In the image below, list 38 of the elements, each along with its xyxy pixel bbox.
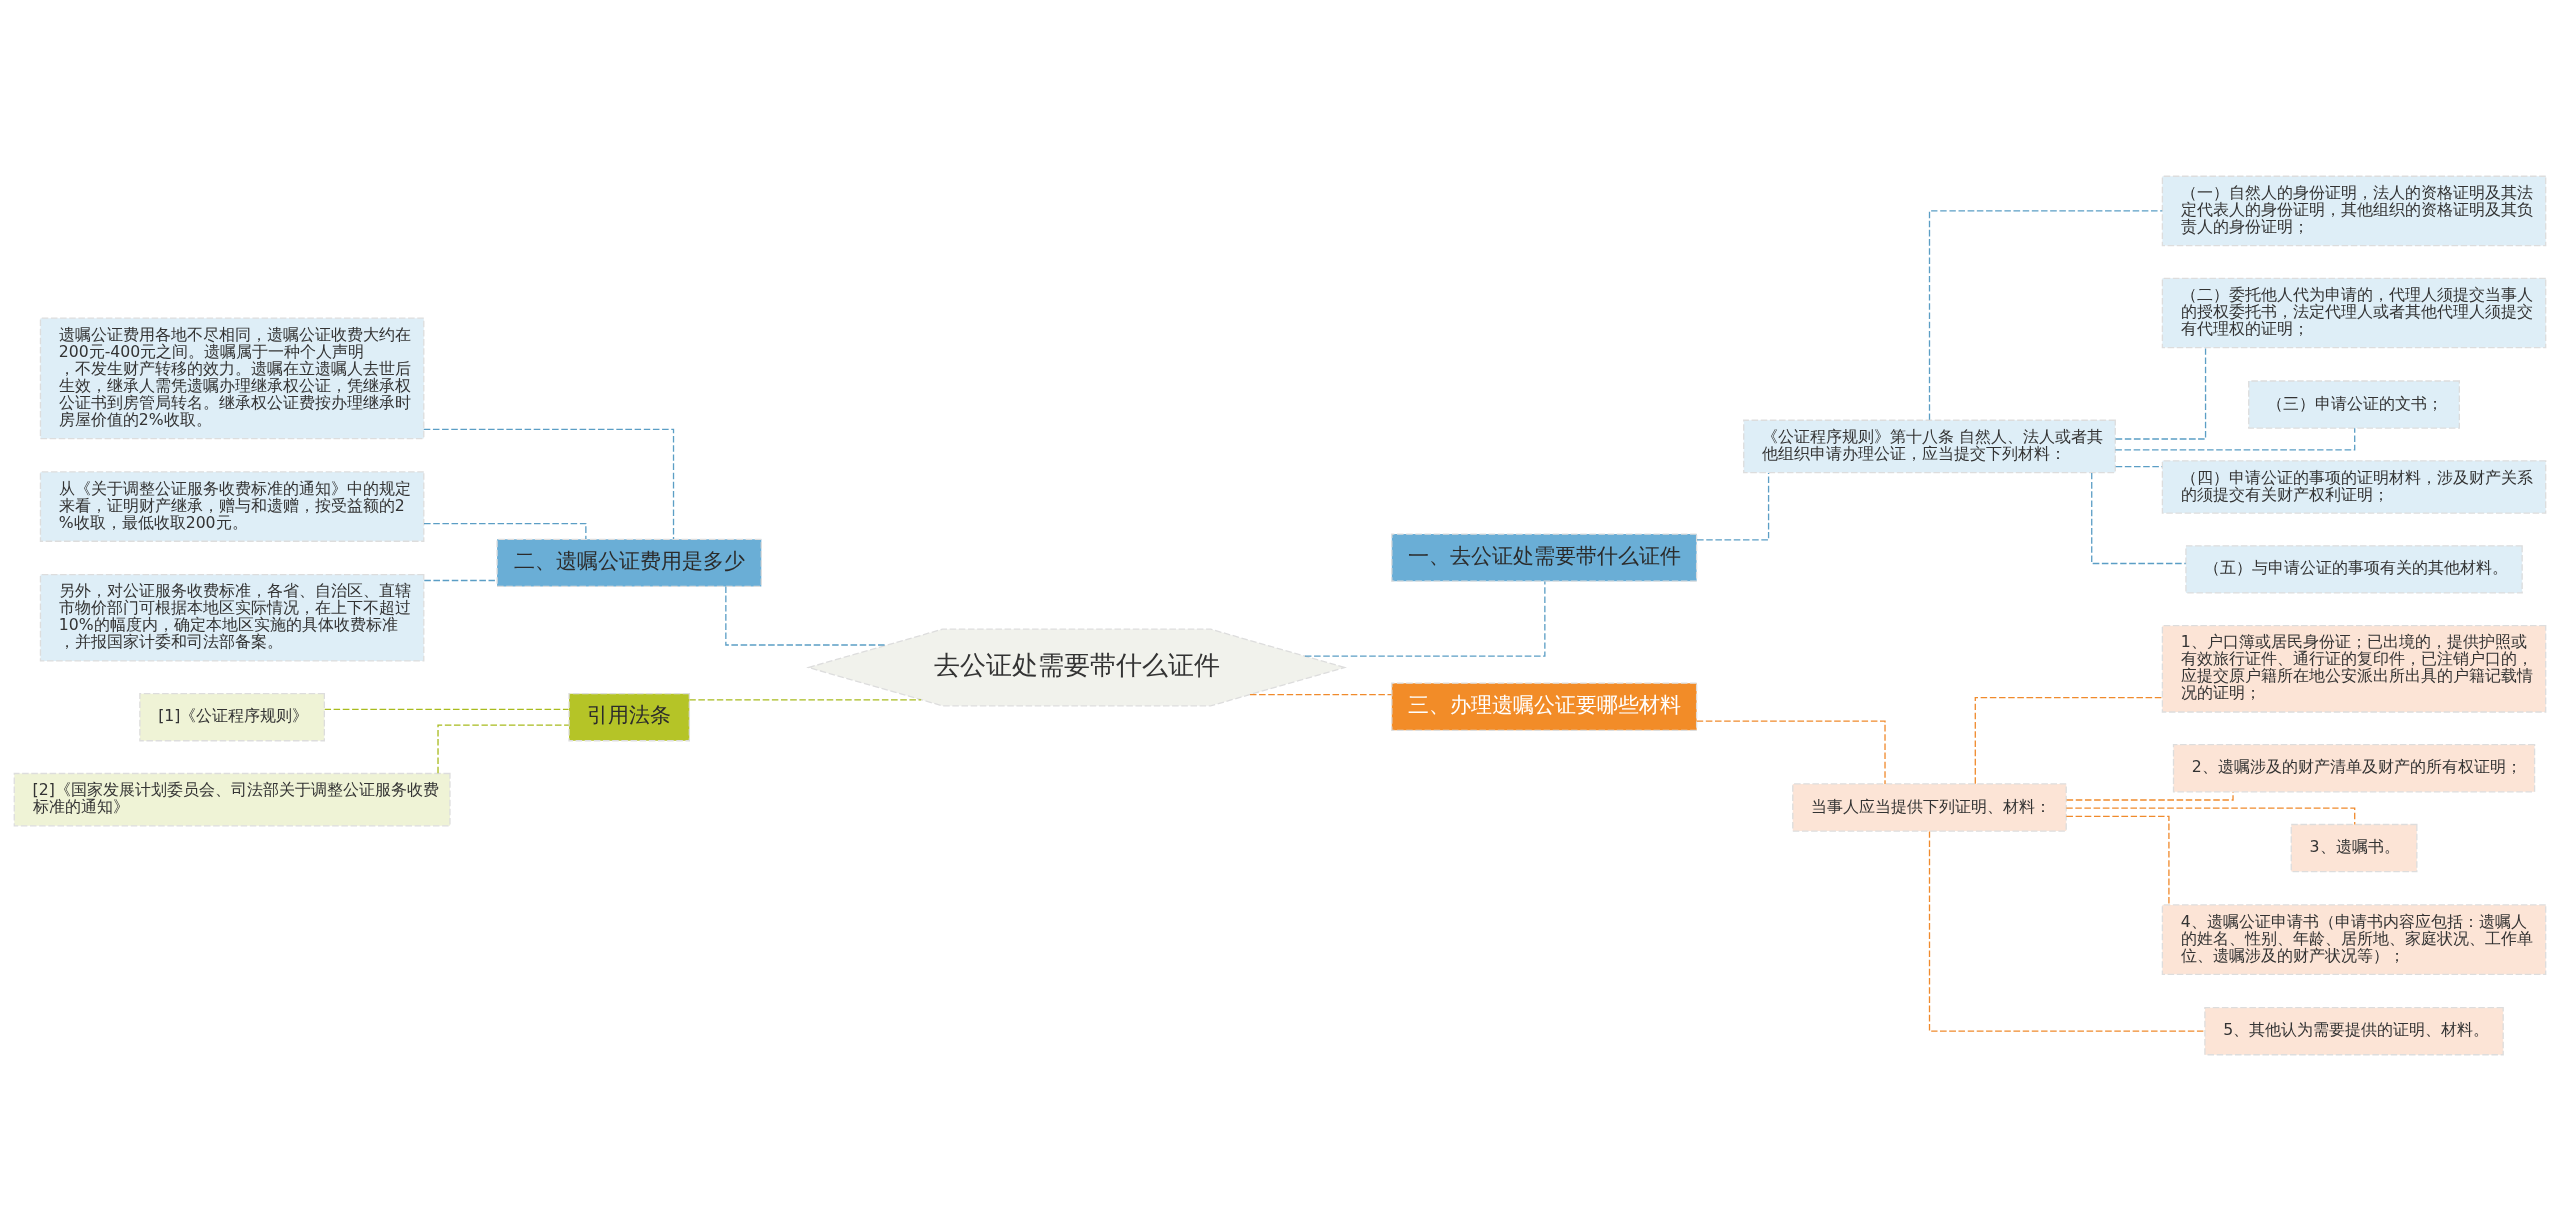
node-box: 4、遗嘱公证申请书（申请书内容应包括：遗嘱人的姓名、性别、年龄、居所地、家庭状况、工作单位、遗嘱涉及的财产状况等）； bbox=[2161, 904, 2547, 975]
node-box: （一）自然人的身份证明，法人的资格证明及其法定代表人的身份证明，其他组织的资格证明及其负责人的身份证明； bbox=[2161, 175, 2547, 247]
node-box: 2、遗嘱涉及的财产清单及财产的所有权证明； bbox=[2172, 744, 2536, 793]
connector bbox=[1928, 210, 2163, 421]
connector bbox=[2091, 472, 2187, 565]
node-box: （五）与申请公证的事项有关的其他材料。 bbox=[2185, 545, 2523, 594]
connector bbox=[1304, 580, 1546, 657]
node-box: 遗嘱公证费用各地不尽相同，遗嘱公证收费大约在200元-400元之间。遗嘱属于一种个人声明，不发生财产转移的效力。遗嘱在立遗嘱人去世后生效，继承人需凭遗嘱办理继承权公证，凭继承权公证书到房管局转名。继承权公证费按办理继承时房屋价值的2%收取。 bbox=[39, 317, 425, 440]
connector bbox=[423, 428, 675, 540]
connector bbox=[688, 699, 922, 701]
node-box: 1、户口簿或居民身份证；已出境的，提供护照或有效旅行证件、通行证的复印件，已注销户口的，应提交原户籍所在地公安派出所出具的户籍记载情况的证明； bbox=[2161, 625, 2547, 713]
node-box: 当事人应当提供下列证明、材料： bbox=[1792, 783, 2067, 832]
node-box: [2]《国家发展计划委员会、司法部关于调整公证服务收费标准的通知》 bbox=[13, 772, 451, 827]
node-box: 3、遗嘱书。 bbox=[2290, 823, 2418, 873]
node-box: 另外，对公证服务收费标准，各省、自治区、直辖市物价部门可根据本地区实际情况，在上下不超过10%的幅度内，确定本地区实施的具体收费标准，并报国家计委和司法部备案。 bbox=[39, 573, 425, 662]
connector bbox=[1696, 472, 1770, 541]
connector bbox=[324, 708, 570, 711]
connector bbox=[2114, 347, 2207, 440]
node-box: [1]《公证程序规则》 bbox=[139, 693, 325, 742]
connector bbox=[1974, 696, 2163, 785]
node-box: （四）申请公证的事项的证明材料，涉及财产关系的须提交有关财产权利证明； bbox=[2161, 460, 2547, 514]
connector bbox=[1249, 693, 1393, 696]
node-box: 引用法条 bbox=[568, 693, 691, 742]
node-box: 三、办理遗嘱公证要哪些材料 bbox=[1391, 682, 1698, 731]
node-box: （二）委托他人代为申请的，代理人须提交当事人的授权委托书，法定代理人或者其他代理人须提交有代理权的证明； bbox=[2161, 277, 2547, 349]
connector bbox=[423, 579, 498, 582]
node-box: 5、其他认为需要提供的证明、材料。 bbox=[2204, 1007, 2504, 1056]
node-box: 二、遗嘱公证费用是多少 bbox=[496, 538, 762, 588]
connector bbox=[2065, 815, 2170, 906]
connector bbox=[437, 724, 570, 774]
connector bbox=[725, 585, 888, 646]
node-box: 《公证程序规则》第十八条 自然人、法人或者其他组织申请办理公证，应当提交下列材料： bbox=[1743, 419, 2116, 474]
node-box: 一、去公证处需要带什么证件 bbox=[1391, 533, 1698, 582]
connector bbox=[1696, 720, 1886, 785]
connector bbox=[423, 522, 587, 540]
node-box: 从《关于调整公证服务收费标准的通知》中的规定来看，证明财产继承，赠与和遗赠，按受益额的2%收取，最低收取200元。 bbox=[39, 471, 425, 542]
connector bbox=[1928, 830, 2205, 1032]
node-box: （三）申请公证的文书； bbox=[2248, 380, 2461, 429]
